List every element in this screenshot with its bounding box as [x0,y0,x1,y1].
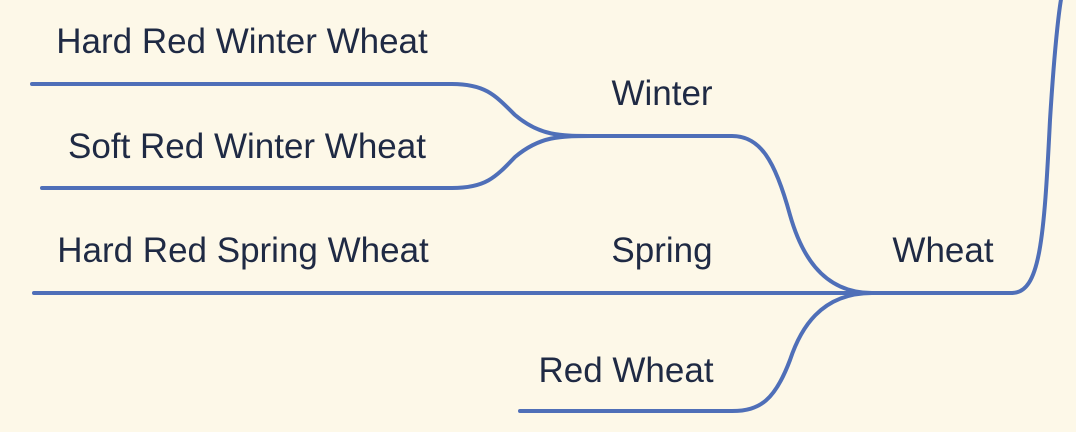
connector-wheat-redwheat [518,291,874,413]
node-spring[interactable]: Spring [611,231,713,270]
connector-wheat-parent [1010,0,1063,295]
node-hard-red-winter-wheat[interactable]: Hard Red Winter Wheat [56,22,428,61]
node-hard-red-spring-wheat[interactable]: Hard Red Spring Wheat [57,231,429,270]
connector-wheat-winter [590,134,874,295]
node-red-wheat[interactable]: Red Wheat [538,351,714,390]
node-soft-red-winter-wheat[interactable]: Soft Red Winter Wheat [68,127,426,166]
node-wheat[interactable]: Wheat [892,231,994,270]
node-winter[interactable]: Winter [611,74,713,113]
connector-winter-srww [40,134,594,190]
